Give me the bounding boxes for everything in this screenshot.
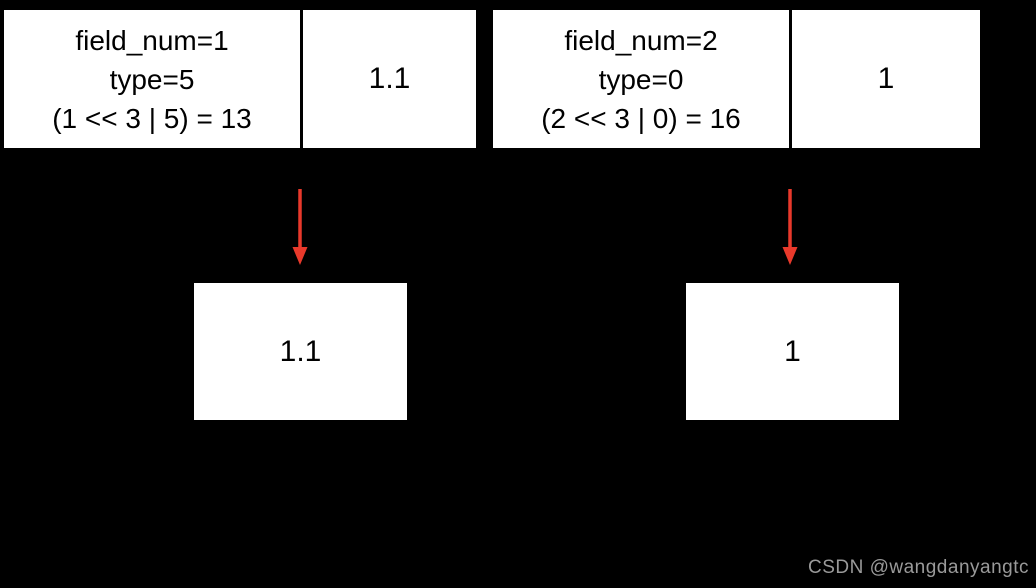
arrow-head — [782, 247, 798, 265]
decoded-value-box-field2: 1 — [686, 283, 899, 420]
down-arrow-icon-1 — [292, 189, 308, 265]
tag-cell-field2: field_num=2 type=0 (2 << 3 | 0) = 16 — [493, 10, 789, 148]
tag-line: field_num=2 — [564, 24, 718, 56]
value-text: 1 — [877, 62, 895, 95]
value-cell-field1: 1.1 — [303, 10, 476, 148]
decoded-value-text: 1 — [784, 334, 801, 368]
tag-line: field_num=1 — [75, 24, 229, 56]
tag-line: type=5 — [109, 63, 195, 95]
decoded-value-text: 1.1 — [279, 334, 322, 368]
tag-line: (2 << 3 | 0) = 16 — [541, 102, 741, 134]
tag-cell-field1: field_num=1 type=5 (1 << 3 | 5) = 13 — [4, 10, 300, 148]
value-cell-field2: 1 — [792, 10, 980, 148]
decoded-value-box-field1: 1.1 — [194, 283, 407, 420]
value-text: 1.1 — [368, 62, 411, 95]
csdn-watermark: CSDN @wangdanyangtc — [807, 557, 1029, 578]
tag-line: type=0 — [598, 63, 684, 95]
tag-line: (1 << 3 | 5) = 13 — [52, 102, 252, 134]
arrow-head — [292, 247, 308, 265]
down-arrow-icon-2 — [782, 189, 798, 265]
